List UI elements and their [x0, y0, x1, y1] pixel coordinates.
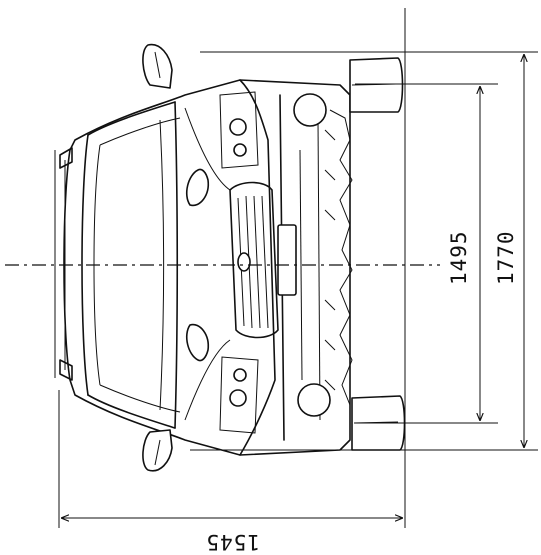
height-dimension: [58, 8, 406, 528]
width-dimension: [190, 51, 538, 451]
track-dimension-label: 1495: [447, 230, 471, 285]
height-dimension-label: 1545: [205, 530, 260, 554]
vehicle-outline: [54, 43, 406, 472]
track-dimension: [355, 83, 498, 424]
width-dimension-label: 1770: [494, 230, 518, 285]
